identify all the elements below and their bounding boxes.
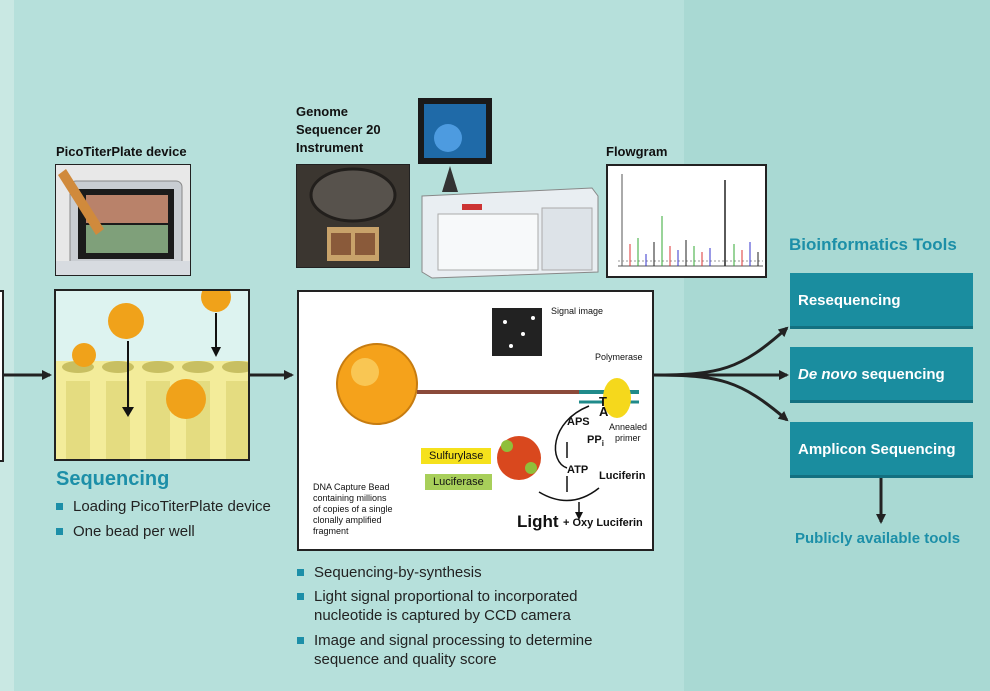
luciferin-label: Luciferin [599,470,646,482]
resequencing-box-shadow [790,326,973,329]
denovo-box: De novo sequencing [790,347,973,402]
signal-image-label: Signal image [551,306,604,316]
bead-desc-line5: fragment [313,526,349,536]
atp-label: ATP [567,464,589,476]
sequencing-bullet-2: One bead per well [56,522,195,541]
aps-label: APS [567,416,590,428]
amplicon-box-shadow [790,475,973,478]
sequencer-inset-photo [296,164,410,268]
bead-desc-line3: of copies of a single [313,504,393,514]
synthesis-bullet-3: Image and signal processing to determine [297,631,593,650]
luciferase-tag: Luciferase [425,474,492,490]
genome-label-line1: Genome [296,104,349,119]
annealed-label-1: Annealed [609,422,648,432]
light-label: Light [517,512,559,531]
public-tools-label: Publicly available tools [795,530,961,547]
synthesis-bullet-2-cont: nucleotide is captured by CCD camera [314,607,571,624]
flowgram-label: Flowgram [606,144,668,159]
synthesis-bullet-1: Sequencing-by-synthesis [297,563,482,582]
base-a: A [599,404,609,419]
bead-desc-line4: clonally amplified [313,515,382,525]
bead-desc-line1: DNA Capture Bead [313,482,390,492]
sequencing-bullet-1: Loading PicoTiterPlate device [56,497,271,516]
polymerase-label: Polymerase [595,352,643,362]
bead-desc-line2: containing millions [313,493,387,503]
genome-label-line2: Sequencer 20 [296,122,381,137]
amplicon-box: Amplicon Sequencing [790,422,973,477]
picotiter-label: PicoTiterPlate device [56,144,187,159]
bioinformatics-title: Bioinformatics Tools [789,235,957,254]
denovo-box-shadow [790,400,973,403]
sequencer-instrument [418,98,599,279]
oxy-luciferin-label: + Oxy Luciferin [563,517,643,529]
sulfurylase-tag: Sulfurylase [421,448,492,464]
annealed-label-2: primer [615,433,641,443]
background-left [0,0,14,691]
genome-label-line3: Instrument [296,140,364,155]
base-t: T [599,394,607,409]
flowgram-panel [606,164,767,278]
arrow-to-resequencing [651,326,789,377]
sequencing-title: Sequencing [56,468,170,490]
arrow-to-amplicon [651,373,789,422]
background-right [684,0,990,691]
picotiter-photo [55,164,191,276]
synthesis-bullet-2: Light signal proportional to incorporate… [297,587,578,606]
wells-panel [54,289,250,461]
resequencing-box: Resequencing [790,273,973,328]
synthesis-bullet-3-cont: sequence and quality score [314,651,497,668]
reaction-panel: Signal image Polymerase Annealed primer … [297,290,654,551]
ppi-label: PPi [587,434,604,449]
